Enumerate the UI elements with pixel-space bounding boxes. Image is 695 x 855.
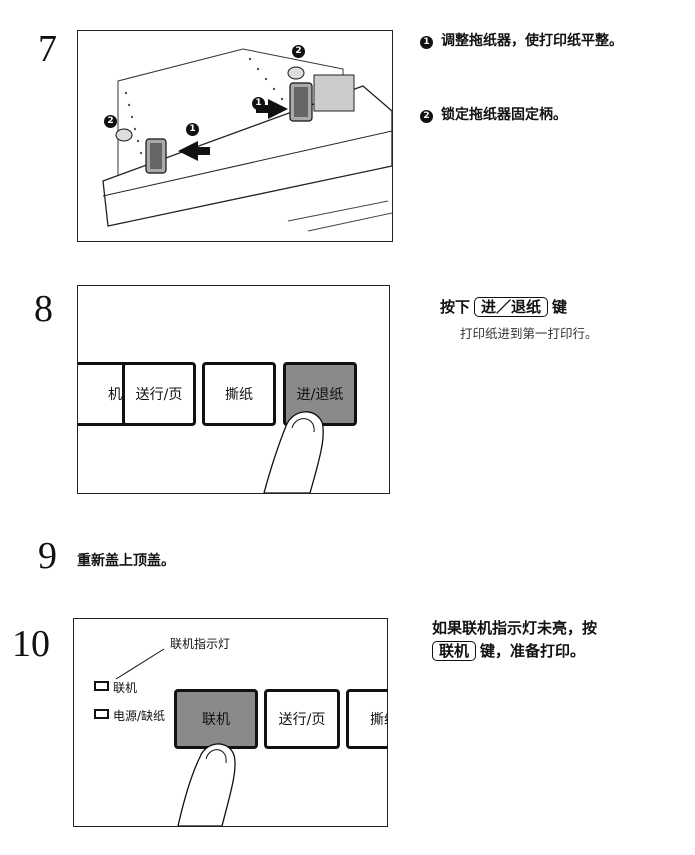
step10-line2-suffix: 键，准备打印。	[480, 642, 586, 660]
callout-2-right: 2	[292, 45, 305, 58]
marker-1-icon: 1	[420, 36, 433, 49]
power-led-label: 电源/缺纸	[113, 709, 166, 723]
step8-suffix: 键	[552, 298, 568, 316]
marker-2-icon: 2	[420, 110, 433, 123]
step10-line2: 联机键，准备打印。	[432, 640, 585, 661]
step-number-8: 8	[34, 288, 53, 330]
step9-text: 重新盖上顶盖。	[77, 553, 175, 569]
tear-off-button-partial: 撕纸	[346, 689, 387, 749]
online-led-icon	[94, 681, 109, 691]
pressing-finger-icon	[263, 411, 324, 493]
callout-1-right: 1	[252, 97, 265, 110]
tear-off-button: 撕纸	[202, 362, 276, 426]
callout-1-left: 1	[186, 123, 199, 136]
step-number-9: 9	[38, 535, 57, 577]
step7-item-1-text: 调整拖纸器，使打印纸平整。	[441, 33, 623, 49]
step-number-10: 10	[12, 623, 50, 665]
step8-instruction: 按下进／退纸键	[440, 296, 567, 317]
online-key-label: 联机	[432, 641, 477, 661]
step8-prefix: 按下	[440, 298, 471, 316]
step8-subtext: 打印纸进到第一打印行。	[460, 326, 598, 341]
step10-illustration: 联机指示灯 联机 电源/缺纸 联机 送行/页 撕纸	[73, 618, 388, 827]
printer-tractor-drawing	[102, 48, 392, 232]
step-number-7: 7	[38, 28, 57, 70]
step7-item-2-text: 锁定拖纸器固定柄。	[441, 107, 567, 123]
step8-illustration: 机 送行/页 撕纸 进/退纸	[77, 285, 390, 494]
pressing-finger-icon	[177, 743, 236, 826]
step10-line1: 如果联机指示灯未亮，按	[432, 619, 598, 637]
load-eject-key-label: 进／退纸	[474, 297, 549, 317]
step7-item-2: 2 锁定拖纸器固定柄。	[420, 104, 567, 124]
indicator-caption: 联机指示灯	[170, 637, 231, 651]
power-led-icon	[94, 709, 109, 719]
online-led: 联机	[94, 679, 137, 696]
indicator-leader-line	[115, 648, 165, 680]
online-led-label: 联机	[113, 681, 138, 695]
line-feed-button: 送行/页	[122, 362, 196, 426]
line-feed-button: 送行/页	[264, 689, 340, 749]
online-button: 联机	[174, 689, 258, 749]
step7-item-1: 1 调整拖纸器，使打印纸平整。	[420, 30, 623, 50]
power-led: 电源/缺纸	[94, 707, 165, 724]
step7-illustration: 1 2 1 2	[77, 30, 393, 242]
callout-2-left: 2	[104, 115, 117, 128]
